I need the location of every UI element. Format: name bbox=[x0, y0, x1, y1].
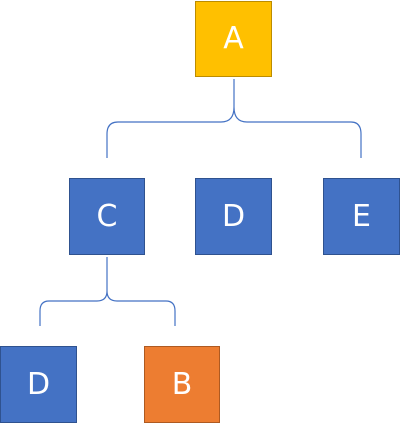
node-e-label: E bbox=[352, 198, 371, 234]
node-b-label: B bbox=[171, 366, 193, 402]
brace-root-to-level2 bbox=[106, 79, 362, 158]
node-d-level2: D bbox=[195, 178, 272, 255]
node-c: C bbox=[69, 178, 145, 255]
node-d-level3: D bbox=[0, 346, 77, 423]
node-e: E bbox=[323, 178, 400, 255]
node-a-label: A bbox=[223, 21, 244, 56]
node-b: B bbox=[144, 346, 220, 423]
node-c-label: C bbox=[96, 198, 118, 234]
node-d-level2-label: D bbox=[221, 198, 246, 234]
node-d-level3-label: D bbox=[26, 366, 51, 402]
node-a: A bbox=[195, 1, 272, 77]
brace-c-to-level3 bbox=[39, 257, 176, 326]
